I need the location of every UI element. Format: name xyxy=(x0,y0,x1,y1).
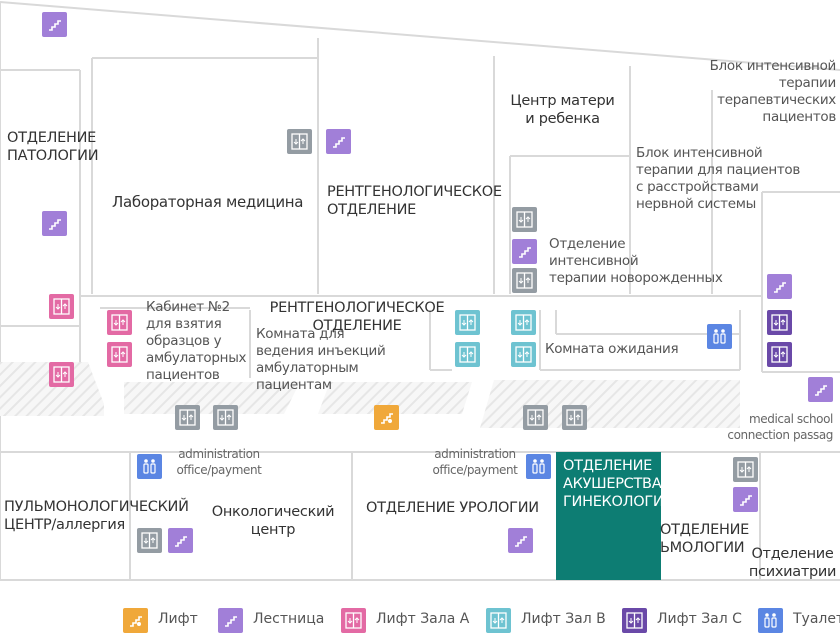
stairs-icon[interactable] xyxy=(733,487,758,512)
elevator-a-icon[interactable] xyxy=(49,294,74,319)
room-pathology[interactable]: ОТДЕЛЕНИЕ ПАТОЛОГИИ xyxy=(7,130,99,164)
room-medschool-passage[interactable]: medical school connection passag xyxy=(727,412,833,442)
room-sampling[interactable]: Кабинет №2 для взятия образцов у амбулат… xyxy=(146,299,247,383)
room-nicu[interactable]: Отделение интенсивной терапии новорожден… xyxy=(549,236,723,286)
stairs-icon[interactable] xyxy=(512,239,537,264)
stairs-icon[interactable] xyxy=(42,12,67,37)
room-admin-left[interactable]: administration office/payment xyxy=(176,447,262,477)
room-admin-right[interactable]: administration office/payment xyxy=(432,447,518,477)
elevator-c-icon[interactable] xyxy=(767,342,792,367)
elevator-b-icon[interactable] xyxy=(455,310,480,335)
room-pulmo-allergy[interactable]: ПУЛЬМОНОЛОГИЧЕСКИЙ ЦЕНТР/аллергия xyxy=(4,499,189,533)
elevator-icon[interactable] xyxy=(523,405,548,430)
room-injection[interactable]: Комната для ведения инъекций амбулаторны… xyxy=(256,326,386,393)
elevator-c-icon[interactable] xyxy=(767,310,792,335)
elevator-icon[interactable] xyxy=(512,207,537,232)
room-oncology[interactable]: Онкологический центр xyxy=(211,504,335,538)
elevator-b-icon[interactable] xyxy=(511,342,536,367)
stairs-icon[interactable] xyxy=(168,528,193,553)
stairs-icon xyxy=(218,608,243,633)
room-urology[interactable]: ОТДЕЛЕНИЕ УРОЛОГИИ xyxy=(366,500,539,516)
obgyn-highlight xyxy=(556,452,661,580)
legend-label: Лифт Зал В xyxy=(521,611,606,627)
restroom-icon[interactable] xyxy=(707,324,732,349)
room-icu-therapy[interactable]: Блок интенсивной терапии терапевтических… xyxy=(709,58,837,125)
stairs-icon[interactable] xyxy=(42,211,67,236)
room-obgyn[interactable]: ОТДЕЛЕНИЕ АКУШЕРСТВА И ГИНЕКОЛОГИИ xyxy=(563,458,677,510)
elevator-b-icon[interactable] xyxy=(455,342,480,367)
restroom-icon[interactable] xyxy=(526,454,551,479)
stairs-icon[interactable] xyxy=(508,528,533,553)
restroom-icon xyxy=(758,608,783,633)
elevator-b-icon xyxy=(486,608,511,633)
elevator-a-icon xyxy=(341,608,366,633)
room-pulmonology[interactable]: ОТДЕЛЕНИЕ ЬМОЛОГИИ xyxy=(660,522,750,556)
elevator-a-icon[interactable] xyxy=(107,310,132,335)
room-mother-child[interactable]: Центр матери и ребенка xyxy=(510,93,615,127)
elevator-icon[interactable] xyxy=(137,528,162,553)
stairs-icon[interactable] xyxy=(767,274,792,299)
elevator-a-icon[interactable] xyxy=(107,342,132,367)
legend-label: Лифт xyxy=(158,611,198,627)
elevator-icon xyxy=(123,608,148,633)
room-psychiatry[interactable]: Отделение психиатрии xyxy=(748,546,837,580)
elevator-a-icon[interactable] xyxy=(49,362,74,387)
elevator-icon[interactable] xyxy=(213,405,238,430)
elevator-c-icon xyxy=(622,608,647,633)
elevator-icon[interactable] xyxy=(287,129,312,154)
room-lab[interactable]: Лабораторная медицина xyxy=(112,193,304,211)
floor-plan xyxy=(0,1,840,581)
elevator-b-icon[interactable] xyxy=(511,310,536,335)
legend-label: Лифт Зала А xyxy=(376,611,470,627)
room-radiology-mid[interactable]: РЕНТГЕНОЛОГИЧЕСКОЕ ОТДЕЛЕНИЕ xyxy=(269,300,445,334)
elevator-icon[interactable] xyxy=(512,268,537,293)
stairs-icon[interactable] xyxy=(808,377,833,402)
legend: Лифт Лестница Лифт Зала А Лифт Зал В Лиф… xyxy=(0,604,840,636)
elevator-icon[interactable] xyxy=(733,457,758,482)
elevator-icon[interactable] xyxy=(374,405,399,430)
elevator-icon[interactable] xyxy=(175,405,200,430)
room-waiting[interactable]: Комната ожидания xyxy=(545,341,679,357)
room-radiology-top[interactable]: РЕНТГЕНОЛОГИЧЕСКОЕ ОТДЕЛЕНИЕ xyxy=(327,184,502,218)
legend-label: Лифт Зал С xyxy=(657,611,742,627)
restroom-icon[interactable] xyxy=(137,454,162,479)
legend-label: Туалет xyxy=(793,611,840,627)
stairs-icon[interactable] xyxy=(326,129,351,154)
room-icu-neuro[interactable]: Блок интенсивной терапии для пациентов с… xyxy=(636,145,801,212)
legend-label: Лестница xyxy=(253,611,325,627)
elevator-icon[interactable] xyxy=(562,405,587,430)
